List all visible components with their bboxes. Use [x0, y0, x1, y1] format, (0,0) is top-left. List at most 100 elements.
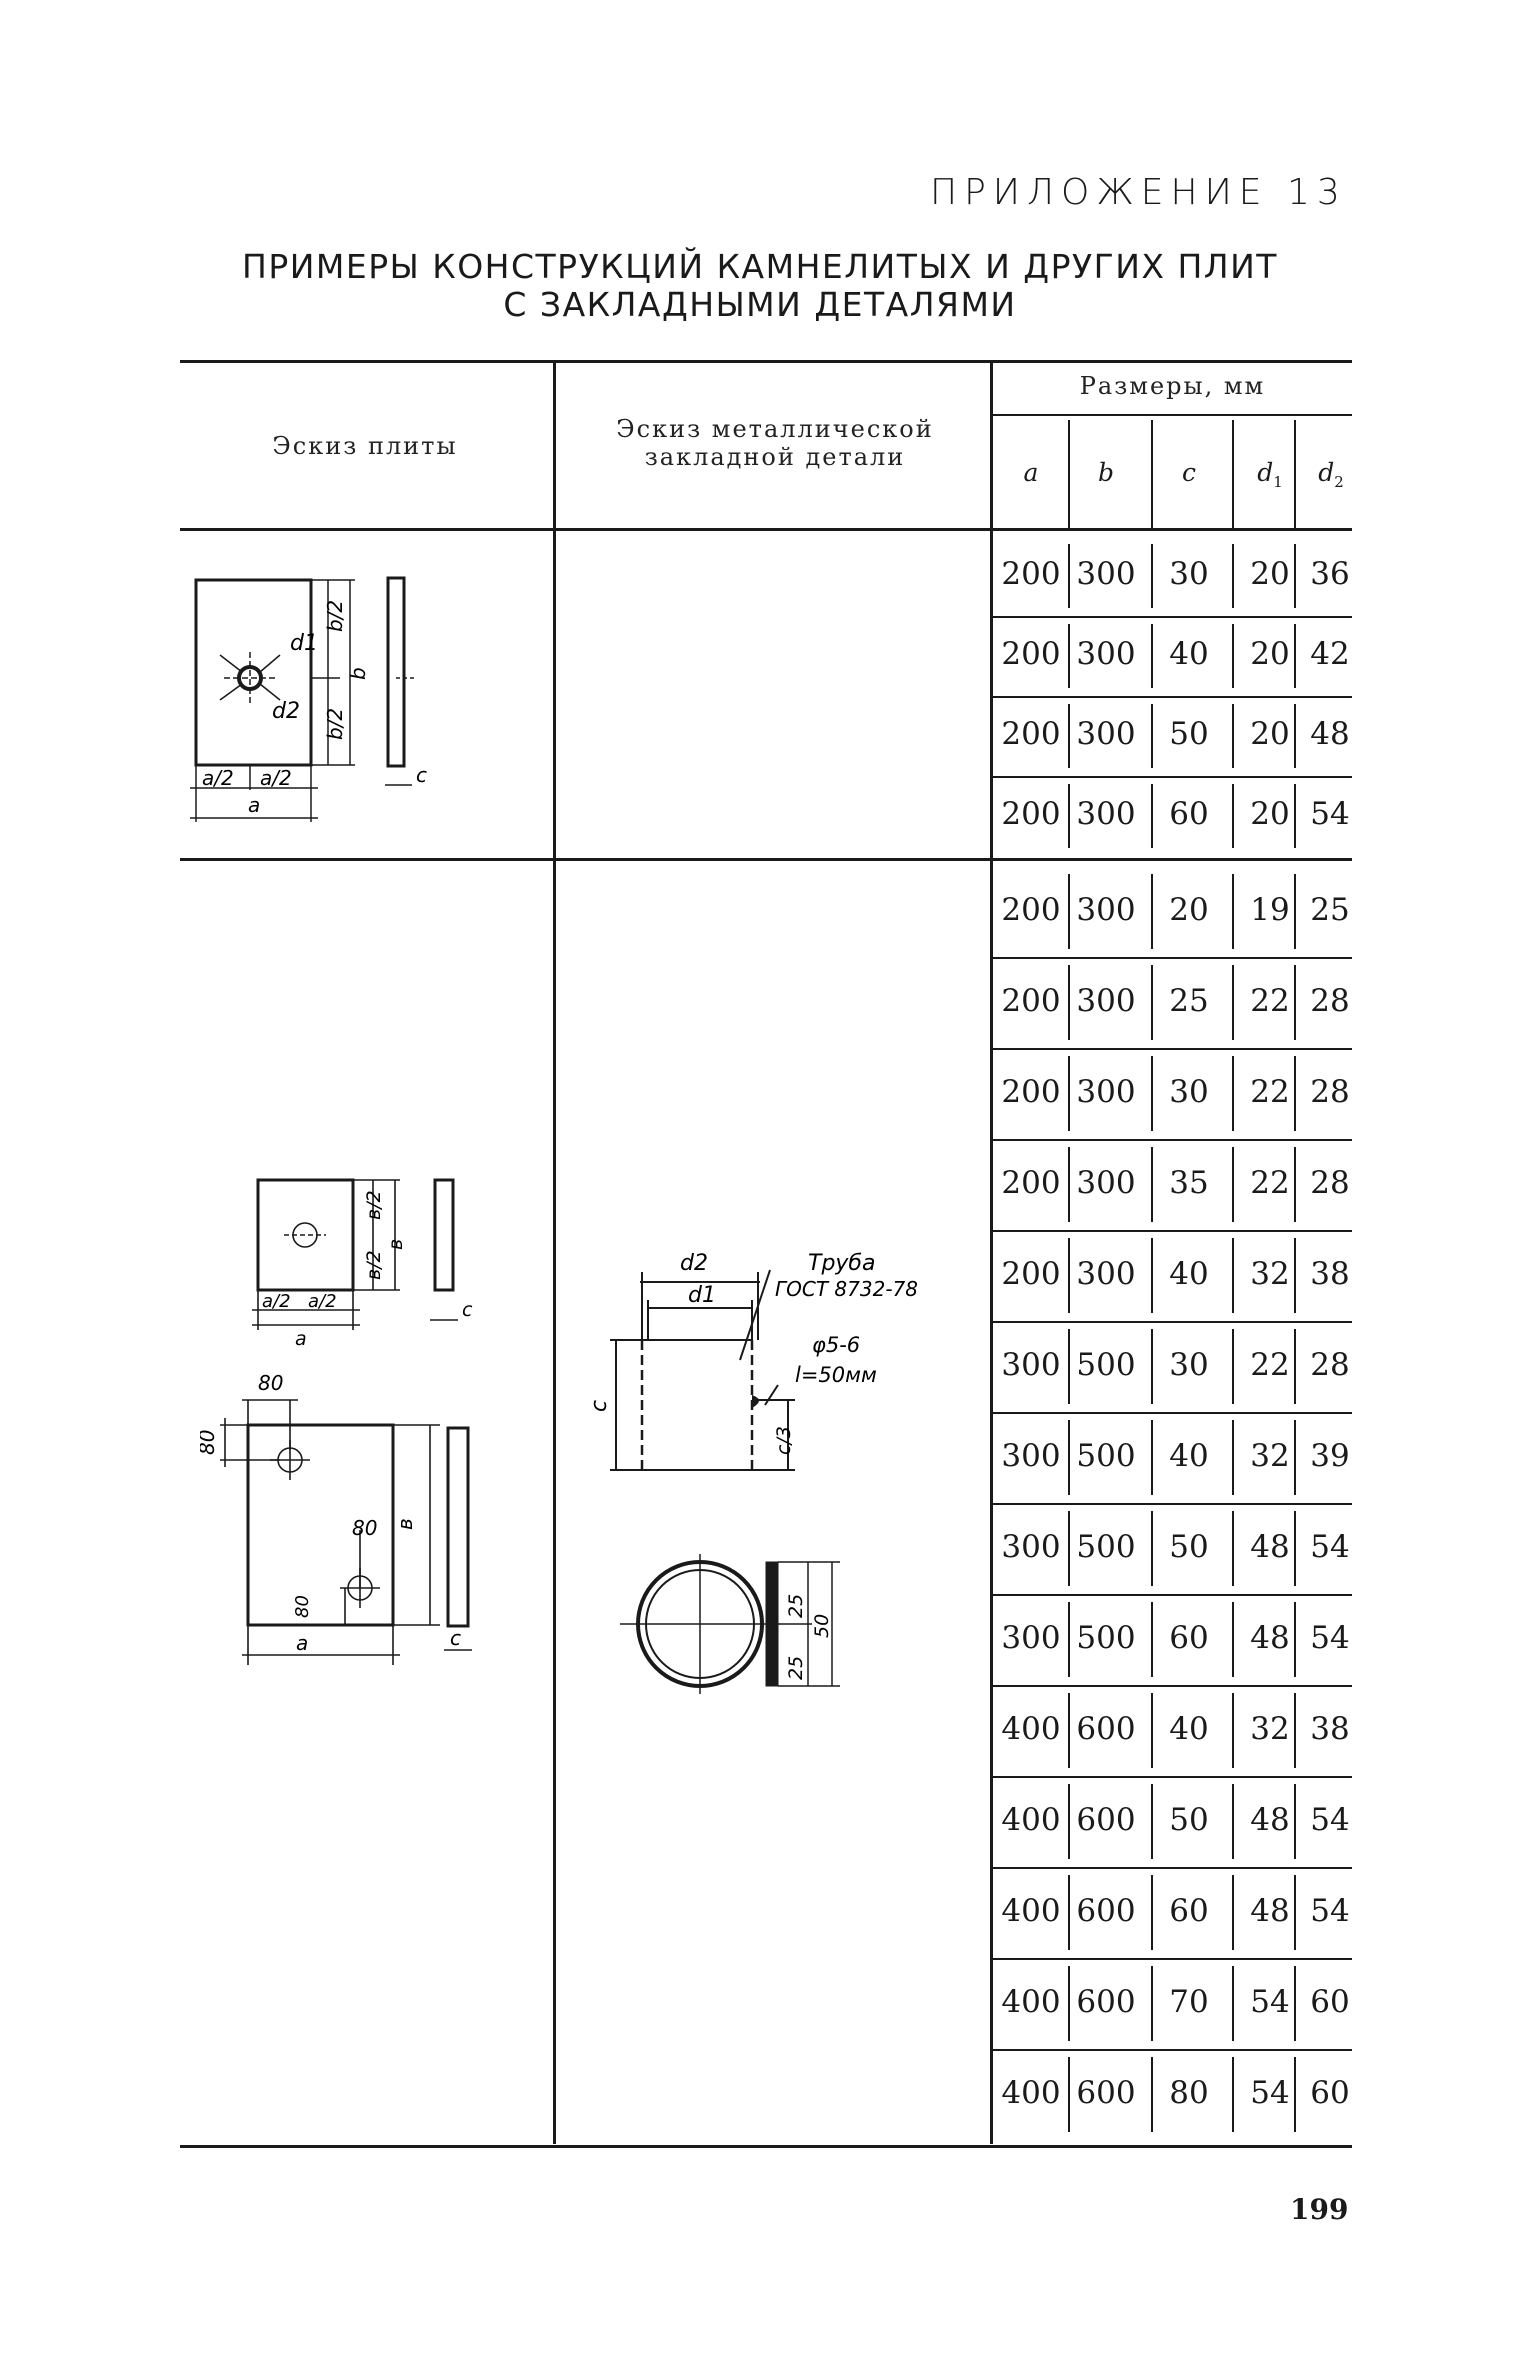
table-cell: 36: [1310, 556, 1350, 592]
sketch2-a-big: a: [296, 1631, 308, 1655]
table-cell: 60: [1310, 2074, 1350, 2111]
table-cell: 40: [1169, 1255, 1209, 1292]
cell-divider: [1068, 1329, 1070, 1404]
cell-divider: [1232, 1511, 1234, 1586]
table-cell: 22: [1250, 1164, 1290, 1201]
table-cell: 28: [1310, 1164, 1350, 1201]
table-cell: 60: [1169, 1619, 1209, 1656]
cell-divider: [1151, 1511, 1153, 1586]
part-rod-label-2: l=50мм: [795, 1363, 877, 1387]
row-divider: [992, 1685, 1352, 1687]
cell-divider: [1151, 1238, 1153, 1313]
table-cell: 300: [1001, 1528, 1061, 1565]
table-cell: 200: [1001, 891, 1061, 928]
cell-divider: [1068, 874, 1070, 949]
plate-sketch-2: в/2 в/2 в a/2 a/2 a c 80 80 80 80 в a c: [200, 1178, 473, 1665]
table-cell: 32: [1250, 1255, 1290, 1292]
cell-divider: [1151, 1602, 1153, 1677]
header-part-sketch: Эскиз металлической закладной детали: [565, 415, 985, 471]
cell-divider: [1068, 1784, 1070, 1859]
header-column-divider: [1232, 420, 1234, 528]
table-cell: 25: [1169, 982, 1209, 1019]
sketch2-80-top: 80: [258, 1371, 283, 1395]
table-cell: 500: [1076, 1619, 1136, 1656]
table-cell: 500: [1076, 1528, 1136, 1565]
column-header-d2: d2: [1296, 458, 1366, 491]
column-header-b: b: [1070, 458, 1142, 487]
table-cell: 54: [1250, 2074, 1290, 2111]
row-divider: [992, 1230, 1352, 1232]
rod-plate: [765, 1561, 779, 1687]
page-heading: ПРИМЕРЫ КОНСТРУКЦИЙ КАМНЕЛИТЫХ И ДРУГИХ …: [150, 248, 1370, 324]
cell-divider: [1151, 1693, 1153, 1768]
cell-divider: [1068, 704, 1070, 768]
cell-divider: [1151, 1147, 1153, 1222]
cell-divider: [1232, 1329, 1234, 1404]
sketch2-c: c: [462, 1299, 473, 1321]
cell-divider: [1068, 1966, 1070, 2041]
cell-divider: [1068, 1602, 1070, 1677]
row-divider: [992, 1503, 1352, 1505]
table-cell: 20: [1250, 716, 1290, 752]
plate-sketch-1: d1 d2 b/2 b/2 b a/2 a/2 a c: [190, 576, 427, 822]
row-divider: [992, 1867, 1352, 1869]
table-cell: 300: [1076, 1255, 1136, 1292]
cell-divider: [1294, 1147, 1296, 1222]
sketch2-a2-left: a/2: [262, 1291, 291, 1312]
table-cell: 300: [1001, 1346, 1061, 1383]
cell-divider: [1151, 1056, 1153, 1131]
table-cell: 54: [1310, 1528, 1350, 1565]
table-cell: 19: [1250, 891, 1290, 928]
cell-divider: [1294, 1056, 1296, 1131]
row-divider: [992, 1321, 1352, 1323]
page-number: 199: [1290, 2193, 1349, 2226]
table-cell: 28: [1310, 982, 1350, 1019]
table-cell: 20: [1169, 891, 1209, 928]
sketch2-80-mid: 80: [352, 1516, 377, 1540]
cell-divider: [1294, 1511, 1296, 1586]
table-cell: 300: [1001, 1619, 1061, 1656]
table-cell: 200: [1001, 556, 1061, 592]
sketch2-c-big: c: [450, 1626, 461, 1650]
table-cell: 38: [1310, 1710, 1350, 1747]
cell-divider: [1068, 1420, 1070, 1495]
table-cell: 48: [1250, 1892, 1290, 1929]
header-column-divider: [1068, 420, 1070, 528]
table-cell: 54: [1310, 1801, 1350, 1838]
column-header-d1: d1: [1234, 458, 1306, 491]
column-header-text: a: [1023, 458, 1039, 487]
large-plate-outline: [246, 1423, 395, 1627]
plate-edge-view: [386, 576, 406, 768]
cell-divider: [1068, 1693, 1070, 1768]
header-dimensions: Размеры, мм: [1079, 372, 1266, 400]
table-cell: 39: [1310, 1437, 1350, 1474]
table-cell: 48: [1310, 716, 1350, 752]
cell-divider: [1151, 624, 1153, 688]
table-cell: 80: [1169, 2074, 1209, 2111]
page-heading-line2: С ЗАКЛАДНЫМИ ДЕТАЛЯМИ: [503, 285, 1017, 324]
table-cell: 50: [1169, 1528, 1209, 1565]
table-cell: 400: [1001, 1710, 1061, 1747]
cell-divider: [1068, 1511, 1070, 1586]
table-cell: 54: [1310, 1892, 1350, 1929]
table-cell: 300: [1076, 796, 1136, 832]
table-cell: 20: [1250, 796, 1290, 832]
column-header-text: d: [1257, 458, 1274, 487]
cell-divider: [1232, 784, 1234, 848]
sketch2-80-low: 80: [292, 1595, 313, 1618]
cell-divider: [1232, 1056, 1234, 1131]
table-cell: 300: [1076, 716, 1136, 752]
cell-divider: [1232, 874, 1234, 949]
cell-divider: [1294, 874, 1296, 949]
table-cell: 54: [1250, 1983, 1290, 2020]
header-column-divider: [1151, 420, 1153, 528]
cell-divider: [1151, 2057, 1153, 2132]
cell-divider: [1151, 1966, 1153, 2041]
embedded-part-sketch: d2 d1 Труба ГОСТ 8732-78 φ5-6 l=50мм c c…: [587, 1251, 918, 1694]
sketch1-a2-right: a/2: [260, 766, 292, 790]
cell-divider: [1068, 965, 1070, 1040]
cell-divider: [1151, 965, 1153, 1040]
part-pipe-label-1: Труба: [808, 1251, 875, 1276]
column-header-subscript: 2: [1334, 473, 1344, 491]
cell-divider: [1232, 2057, 1234, 2132]
